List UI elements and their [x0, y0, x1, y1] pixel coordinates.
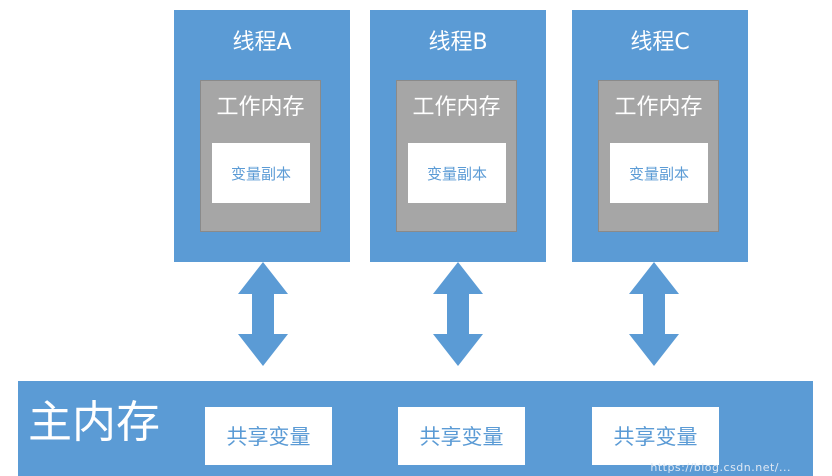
thread-a-sync-arrow-icon — [238, 262, 288, 366]
shared-variable-3: 共享变量 — [592, 407, 719, 465]
thread-b-sync-arrow-icon — [433, 262, 483, 366]
watermark-text: https://blog.csdn.net/... — [650, 461, 791, 474]
thread-a-working-memory-label: 工作内存 — [216, 95, 305, 120]
thread-c-sync-arrow-icon — [629, 262, 679, 366]
thread-c-working-memory: 工作内存 变量副本 — [598, 80, 719, 232]
thread-c-box: 线程C 工作内存 变量副本 — [572, 10, 748, 262]
main-memory-title: 主内存 — [28, 397, 160, 448]
thread-c-variable-copy: 变量副本 — [610, 143, 708, 203]
thread-a-variable-copy: 变量副本 — [212, 143, 310, 203]
thread-c-working-memory-label: 工作内存 — [614, 95, 703, 120]
thread-a-title: 线程A — [232, 30, 292, 55]
shared-variable-2: 共享变量 — [398, 407, 525, 465]
thread-b-title: 线程B — [428, 30, 488, 55]
thread-a-box: 线程A 工作内存 变量副本 — [174, 10, 350, 262]
main-memory-box: 主内存 共享变量 共享变量 共享变量 https://blog.csdn.net… — [18, 381, 813, 476]
thread-b-working-memory-label: 工作内存 — [412, 95, 501, 120]
thread-b-variable-copy: 变量副本 — [408, 143, 506, 203]
thread-b-working-memory: 工作内存 变量副本 — [396, 80, 517, 232]
thread-a-working-memory: 工作内存 变量副本 — [200, 80, 321, 232]
thread-c-title: 线程C — [630, 30, 690, 55]
thread-b-box: 线程B 工作内存 变量副本 — [370, 10, 546, 262]
shared-variable-1: 共享变量 — [205, 407, 332, 465]
